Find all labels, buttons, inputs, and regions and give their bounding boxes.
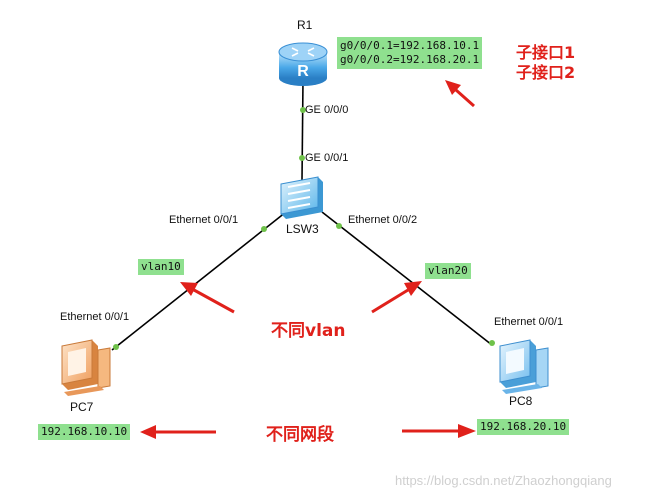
port-dot-sw-eth002 bbox=[336, 223, 342, 229]
pc7-label: PC7 bbox=[70, 400, 94, 414]
pc8-label: PC8 bbox=[509, 394, 533, 408]
pc8-icon[interactable] bbox=[499, 339, 549, 394]
subinterface-notes: 子接口1 子接口2 bbox=[516, 43, 575, 83]
note-different-segment: 不同网段 bbox=[266, 425, 334, 445]
arrow-to-pc7-ip bbox=[140, 425, 216, 439]
port-label-r1-ge000: GE 0/0/0 bbox=[305, 104, 349, 116]
link-lsw3-pc7 bbox=[111, 211, 287, 351]
port-dot-sw-ge001 bbox=[299, 155, 305, 161]
pc8-ip-tag: 192.168.20.10 bbox=[477, 419, 570, 435]
link-lsw3-pc8 bbox=[321, 211, 493, 346]
arrow-to-pc8-ip bbox=[402, 424, 476, 438]
link-r1-lsw3 bbox=[301, 79, 304, 181]
note-subinterface-2: 子接口2 bbox=[516, 63, 576, 82]
port-dot-r1-ge000 bbox=[300, 107, 306, 113]
pc7-icon[interactable] bbox=[61, 339, 111, 396]
router-r1-label: R1 bbox=[297, 18, 313, 32]
switch-icon[interactable] bbox=[280, 176, 323, 219]
vlan20-tag: vlan20 bbox=[425, 263, 471, 279]
pc7-ip-tag: 192.168.10.10 bbox=[38, 424, 131, 440]
port-label-pc7-eth: Ethernet 0/0/1 bbox=[60, 311, 130, 323]
router-icon[interactable]: R bbox=[278, 42, 328, 86]
port-label-pc8-eth: Ethernet 0/0/1 bbox=[494, 316, 564, 328]
arrow-to-vlan20 bbox=[371, 281, 422, 314]
note-different-vlan: 不同vlan bbox=[271, 321, 346, 341]
note-subinterface-1: 子接口1 bbox=[516, 43, 576, 62]
watermark: https://blog.csdn.net/Zhaozhongqiang bbox=[395, 473, 612, 488]
arrow-to-vlan10 bbox=[180, 282, 235, 314]
port-dot-sw-eth001 bbox=[261, 226, 267, 232]
switch-lsw3-label: LSW3 bbox=[286, 222, 319, 236]
arrow-to-subinterfaces bbox=[445, 80, 475, 108]
subinterface-1-config: g0/0/0.1=192.168.10.1 bbox=[340, 39, 480, 52]
subinterface-2-config: g0/0/0.2=192.168.20.1 bbox=[340, 53, 480, 66]
port-label-sw-eth002: Ethernet 0/0/2 bbox=[348, 214, 418, 226]
vlan10-tag: vlan10 bbox=[138, 259, 184, 275]
port-dot-pc7-eth bbox=[113, 344, 119, 350]
port-label-sw-ge001: GE 0/0/1 bbox=[305, 152, 349, 164]
subinterface-config-tag: g0/0/0.1=192.168.10.1 g0/0/0.2=192.168.2… bbox=[337, 37, 483, 69]
port-label-sw-eth001: Ethernet 0/0/1 bbox=[169, 214, 239, 226]
port-dot-pc8-eth bbox=[489, 340, 495, 346]
svg-text:R: R bbox=[297, 63, 309, 80]
